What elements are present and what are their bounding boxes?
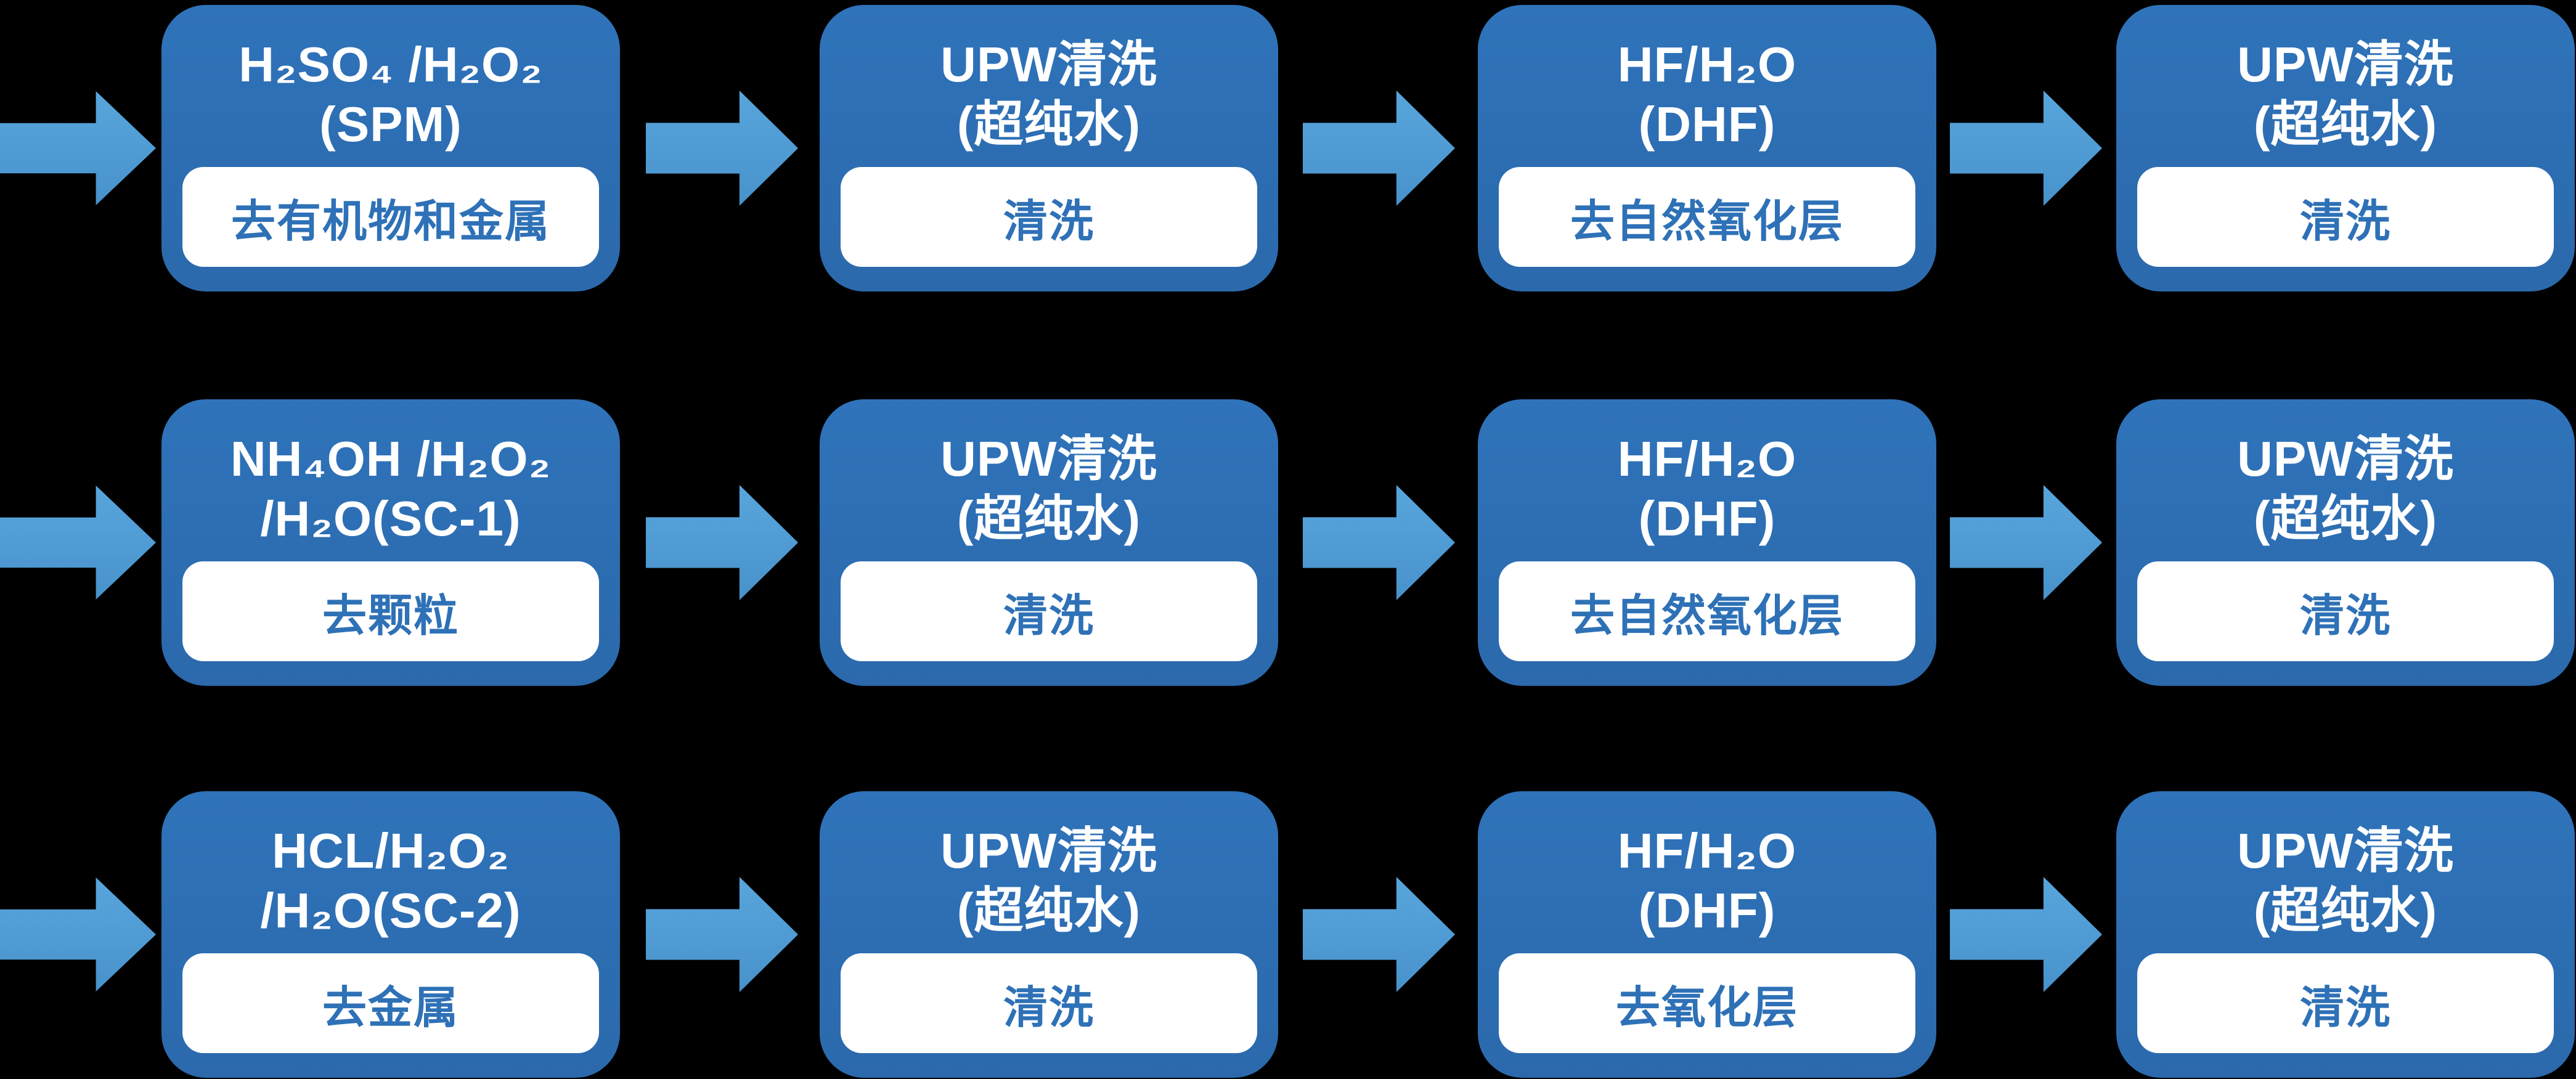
box-function-label: 去自然氧化层 [1570, 197, 1844, 246]
box-title-line2: (SPM) [319, 97, 462, 152]
box-title-line2: /H₂O(SC-2) [260, 883, 521, 938]
box-title-line1: HCL/H₂O₂ [272, 823, 510, 878]
box-function-pill: 清洗 [841, 561, 1257, 661]
flow-arrow-icon [0, 486, 156, 600]
box-title-line1: HF/H₂O [1617, 431, 1797, 486]
box-title: HF/H₂O (DHF) [1478, 821, 1936, 940]
box-function-label: 去金属 [322, 983, 459, 1033]
box-function-pill: 清洗 [841, 953, 1257, 1053]
box-title-line2: (DHF) [1638, 491, 1776, 546]
box-title-line2: (超纯水) [956, 97, 1141, 152]
flow-arrow-icon [646, 91, 798, 206]
box-title-line1: UPW清洗 [2237, 431, 2454, 486]
flow-arrow-icon [1950, 91, 2102, 206]
box-title-line2: (超纯水) [2253, 491, 2438, 546]
process-box-r3c3: HF/H₂O (DHF) 去氧化层 [1478, 791, 1936, 1078]
box-title: UPW清洗 (超纯水) [820, 821, 1278, 940]
box-function-label: 清洗 [1003, 591, 1094, 641]
box-function-pill: 清洗 [2137, 167, 2554, 267]
box-title-line1: UPW清洗 [940, 431, 1157, 486]
box-title: NH₄OH /H₂O₂ /H₂O(SC-1) [161, 429, 620, 548]
flow-arrow-icon [0, 91, 156, 205]
box-title: HCL/H₂O₂ /H₂O(SC-2) [161, 821, 620, 940]
flow-arrow-icon [646, 485, 798, 600]
box-title: UPW清洗 (超纯水) [820, 429, 1278, 548]
process-box-r1c4: UPW清洗 (超纯水) 清洗 [2116, 5, 2575, 291]
box-function-pill: 清洗 [2137, 953, 2554, 1053]
box-title: HF/H₂O (DHF) [1478, 429, 1936, 548]
box-function-pill: 清洗 [841, 167, 1257, 267]
box-title-line1: UPW清洗 [940, 823, 1157, 878]
flow-arrow-icon [1303, 485, 1455, 600]
process-box-r2c4: UPW清洗 (超纯水) 清洗 [2116, 399, 2575, 686]
box-title-line1: HF/H₂O [1617, 823, 1797, 878]
box-title-line2: (DHF) [1638, 883, 1776, 938]
box-function-pill: 去有机物和金属 [182, 167, 599, 267]
box-function-pill: 清洗 [2137, 561, 2554, 661]
box-title-line1: UPW清洗 [2237, 37, 2454, 92]
flow-arrow-icon [0, 877, 156, 991]
box-function-label: 清洗 [1003, 983, 1094, 1033]
process-box-r1c2: UPW清洗 (超纯水) 清洗 [820, 5, 1278, 291]
box-function-label: 去自然氧化层 [1570, 591, 1844, 641]
box-title-line2: (超纯水) [2253, 883, 2438, 938]
box-title-line1: NH₄OH /H₂O₂ [230, 431, 552, 486]
box-title: UPW清洗 (超纯水) [820, 35, 1278, 154]
box-title: HF/H₂O (DHF) [1478, 35, 1936, 154]
box-title-line2: (超纯水) [956, 883, 1141, 938]
box-function-pill: 去自然氧化层 [1499, 561, 1915, 661]
box-title: UPW清洗 (超纯水) [2116, 35, 2575, 154]
box-title: H₂SO₄ /H₂O₂ (SPM) [161, 35, 620, 154]
box-title-line1: UPW清洗 [2237, 823, 2454, 878]
flow-arrow-icon [1303, 877, 1455, 992]
box-function-pill: 去颗粒 [182, 561, 599, 661]
flow-arrow-icon [1303, 91, 1455, 206]
box-title-line2: /H₂O(SC-1) [260, 491, 521, 546]
process-box-r3c4: UPW清洗 (超纯水) 清洗 [2116, 791, 2575, 1078]
box-title-line1: HF/H₂O [1617, 37, 1797, 92]
box-function-label: 去有机物和金属 [230, 197, 550, 246]
process-box-r3c1: HCL/H₂O₂ /H₂O(SC-2) 去金属 [161, 791, 620, 1078]
box-function-label: 清洗 [2299, 591, 2391, 641]
flow-arrow-icon [646, 877, 798, 992]
box-function-label: 去氧化层 [1615, 983, 1798, 1033]
box-function-pill: 去自然氧化层 [1499, 167, 1915, 267]
box-title-line2: (DHF) [1638, 97, 1776, 152]
box-function-pill: 去金属 [182, 953, 599, 1053]
process-box-r2c2: UPW清洗 (超纯水) 清洗 [820, 399, 1278, 686]
box-title: UPW清洗 (超纯水) [2116, 821, 2575, 940]
process-box-r2c1: NH₄OH /H₂O₂ /H₂O(SC-1) 去颗粒 [161, 399, 620, 686]
process-box-r1c3: HF/H₂O (DHF) 去自然氧化层 [1478, 5, 1936, 291]
box-title-line1: UPW清洗 [940, 37, 1157, 92]
flow-arrow-icon [1950, 485, 2102, 600]
process-box-r2c3: HF/H₂O (DHF) 去自然氧化层 [1478, 399, 1936, 686]
box-function-label: 清洗 [2299, 197, 2391, 246]
flow-arrow-icon [1950, 877, 2102, 992]
box-function-label: 清洗 [2299, 983, 2391, 1033]
box-title-line1: H₂SO₄ /H₂O₂ [238, 37, 543, 92]
box-function-label: 去颗粒 [322, 591, 459, 641]
process-box-r3c2: UPW清洗 (超纯水) 清洗 [820, 791, 1278, 1078]
process-box-r1c1: H₂SO₄ /H₂O₂ (SPM) 去有机物和金属 [161, 5, 620, 291]
box-title-line2: (超纯水) [956, 491, 1141, 546]
box-function-label: 清洗 [1003, 197, 1094, 246]
box-title-line2: (超纯水) [2253, 97, 2438, 152]
box-title: UPW清洗 (超纯水) [2116, 429, 2575, 548]
box-function-pill: 去氧化层 [1499, 953, 1915, 1053]
